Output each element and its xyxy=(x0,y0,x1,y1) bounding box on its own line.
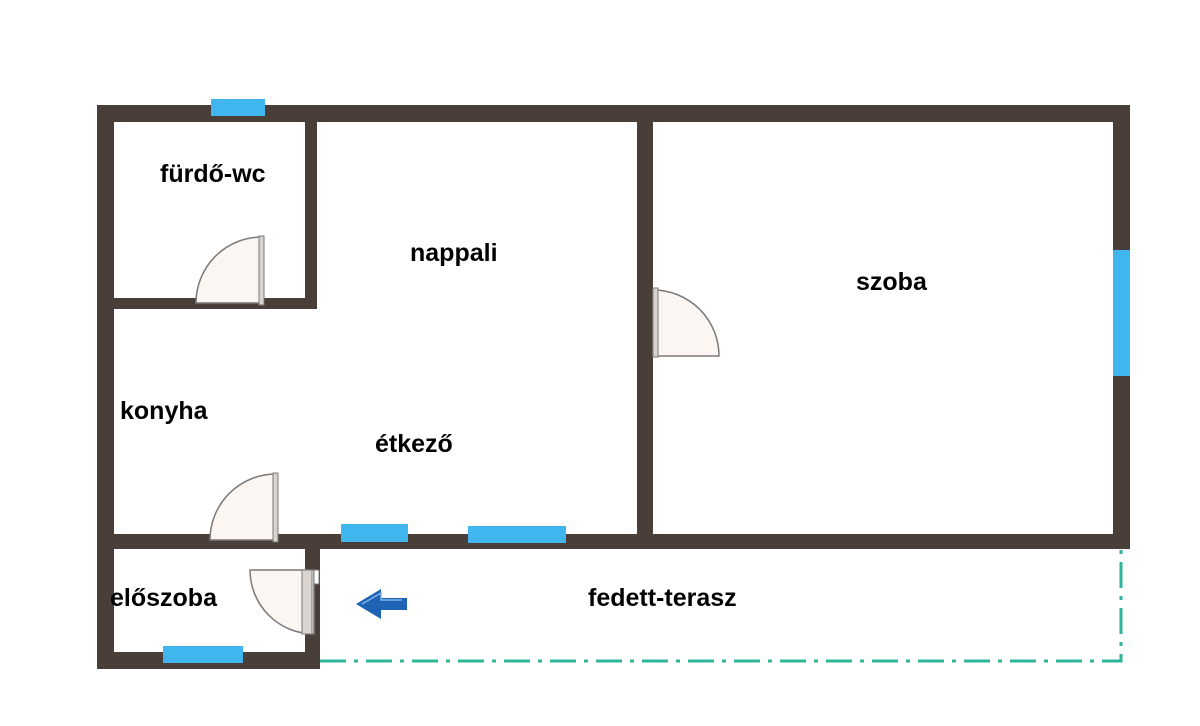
door-room xyxy=(652,287,720,358)
window-dining-1 xyxy=(341,524,408,542)
walls xyxy=(97,105,1130,669)
room-label-bathroom: fürdő-wc xyxy=(160,160,266,188)
window-bathroom xyxy=(211,99,265,116)
room-label-room: szoba xyxy=(856,268,928,296)
door-kitchen xyxy=(209,472,279,543)
windows xyxy=(163,99,1130,663)
entrance-arrow-icon xyxy=(356,589,407,619)
window-hall xyxy=(163,646,243,663)
wall-bathroom-right xyxy=(305,105,317,309)
room-label-kitchen: konyha xyxy=(120,397,209,425)
wall-left xyxy=(97,105,114,669)
room-label-terrace: fedett-terasz xyxy=(588,584,737,612)
room-label-living: nappali xyxy=(410,239,498,267)
wall-living-room-divider xyxy=(637,105,653,549)
window-room xyxy=(1113,250,1130,376)
door-hall-entrance xyxy=(249,569,320,635)
room-label-hall: előszoba xyxy=(110,584,218,612)
door-bathroom xyxy=(195,235,265,306)
room-label-dining: étkező xyxy=(375,430,453,458)
window-dining-2 xyxy=(468,526,566,543)
wall-top xyxy=(97,105,1130,122)
terrace-outline xyxy=(320,548,1123,663)
